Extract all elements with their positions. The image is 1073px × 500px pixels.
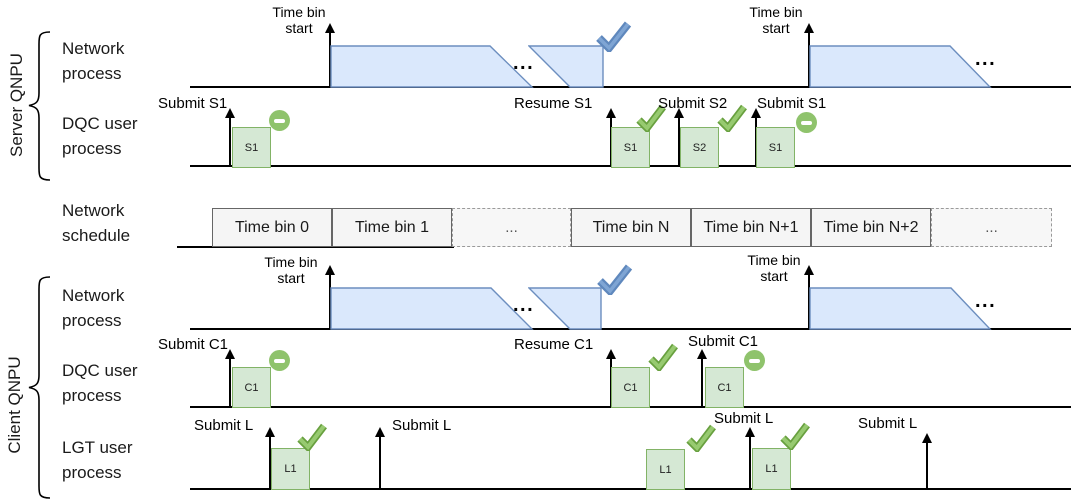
event-label: Submit S1 — [757, 95, 827, 112]
ellipsis: ... — [513, 52, 535, 74]
suspend-icon — [796, 112, 817, 133]
process-box: S2 — [680, 127, 719, 168]
suspend-icon — [269, 110, 290, 131]
event-arrow — [375, 427, 385, 488]
time-bin-start-label: Time bin start — [272, 4, 326, 36]
ellipsis: ... — [975, 48, 997, 70]
row-label-client-network: Network process — [62, 286, 125, 330]
event-arrow — [265, 427, 275, 488]
process-box: S1 — [611, 127, 650, 168]
schedule-bin: Time bin 0 — [212, 208, 332, 247]
row-label-server-dqc: DQC user process — [62, 114, 138, 158]
time-bin-start-arrow — [804, 23, 814, 87]
server-group-brace — [28, 31, 51, 181]
schedule-baseline — [177, 246, 454, 248]
process-box: L1 — [646, 449, 685, 490]
event-label: Submit S2 — [658, 95, 728, 112]
event-label: Submit S1 — [158, 95, 228, 112]
event-label: Resume C1 — [514, 336, 594, 353]
row-label-client-dqc: DQC user process — [62, 361, 138, 405]
network-activity-shape — [330, 45, 534, 88]
success-check-icon — [648, 343, 678, 371]
schedule-bin: Time bin N+1 — [691, 208, 811, 247]
schedule-bin: ... — [931, 208, 1052, 247]
time-bin-start-arrow — [804, 265, 814, 329]
schedule-bin: Time bin 1 — [332, 208, 452, 247]
network-activity-shape — [330, 287, 534, 330]
network-done-check-icon — [597, 264, 633, 295]
event-arrow — [225, 349, 235, 407]
suspend-icon — [269, 350, 290, 371]
event-label: Submit L — [858, 415, 918, 432]
success-check-icon — [297, 423, 327, 451]
schedule-bin: Time bin N — [571, 208, 691, 247]
event-arrow — [922, 433, 932, 488]
event-label: Submit L — [714, 410, 774, 427]
process-box: C1 — [611, 367, 650, 408]
network-activity-shape — [809, 287, 992, 330]
event-arrow — [225, 108, 235, 166]
success-check-icon — [686, 424, 716, 452]
event-label: Submit C1 — [158, 336, 229, 353]
event-arrow — [674, 108, 684, 166]
network-activity-shape — [528, 287, 602, 330]
timeline-server-network — [190, 86, 1071, 88]
process-box: L1 — [752, 448, 791, 490]
time-bin-start-label: Time bin start — [264, 254, 318, 286]
process-box: C1 — [232, 367, 271, 408]
event-label: Resume S1 — [514, 95, 593, 112]
time-bin-start-label: Time bin start — [749, 4, 803, 36]
success-check-icon — [636, 104, 666, 132]
suspend-icon — [744, 350, 765, 371]
row-label-client-lgt: LGT user process — [62, 438, 133, 482]
process-box: C1 — [705, 367, 744, 408]
network-done-check-icon — [596, 21, 632, 52]
success-check-icon — [717, 104, 747, 132]
event-label: Submit L — [194, 417, 254, 434]
process-box: S1 — [232, 127, 271, 168]
timeline-client-network — [190, 328, 1071, 330]
schedule-bin: ... — [452, 208, 571, 247]
group-label-client-qnpu: Client QNPU — [5, 356, 24, 454]
network-activity-shape — [809, 45, 992, 88]
ellipsis: ... — [975, 290, 997, 312]
client-group-brace — [28, 276, 51, 499]
event-label: Submit L — [392, 417, 452, 434]
group-label-server-qnpu: Server QNPU — [7, 53, 26, 157]
event-arrow — [697, 349, 707, 407]
time-bin-start-arrow — [325, 265, 335, 329]
row-label-server-network: Network process — [62, 39, 125, 83]
event-arrow — [745, 427, 755, 488]
time-bin-start-label: Time bin start — [747, 252, 801, 284]
event-label: Submit C1 — [688, 333, 759, 350]
schedule-bin: Time bin N+2 — [811, 208, 931, 247]
time-bin-start-arrow — [325, 23, 335, 87]
timeline-client-lgt — [190, 488, 1071, 490]
process-box: L1 — [271, 448, 310, 490]
success-check-icon — [780, 422, 810, 450]
process-box: S1 — [756, 127, 795, 168]
row-label-network-schedule: Network schedule — [62, 201, 131, 245]
ellipsis: ... — [513, 294, 535, 316]
